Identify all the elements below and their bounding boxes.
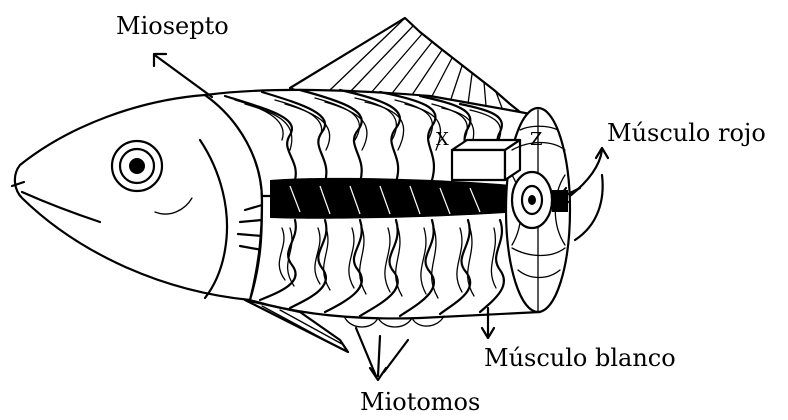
fish-head (12, 95, 262, 300)
miosepto-label: Miosepto (116, 12, 229, 40)
miotomos-callout: Miotomos (356, 328, 480, 415)
miosepto-callout: Miosepto (116, 12, 229, 97)
musculo-blanco-label: Músculo blanco (484, 344, 676, 372)
axis-x-label: X (436, 129, 449, 150)
miotomos-label: Miotomos (360, 388, 480, 415)
musculo-rojo-callout: Músculo rojo (560, 119, 766, 240)
axis-y-label: Y (490, 185, 502, 204)
musculo-rojo-label: Músculo rojo (607, 119, 766, 147)
musculo-blanco-callout: Músculo blanco (482, 308, 676, 372)
axis-z-label: Z (530, 129, 543, 150)
red-muscle-band (270, 178, 520, 219)
sample-block (452, 140, 520, 180)
